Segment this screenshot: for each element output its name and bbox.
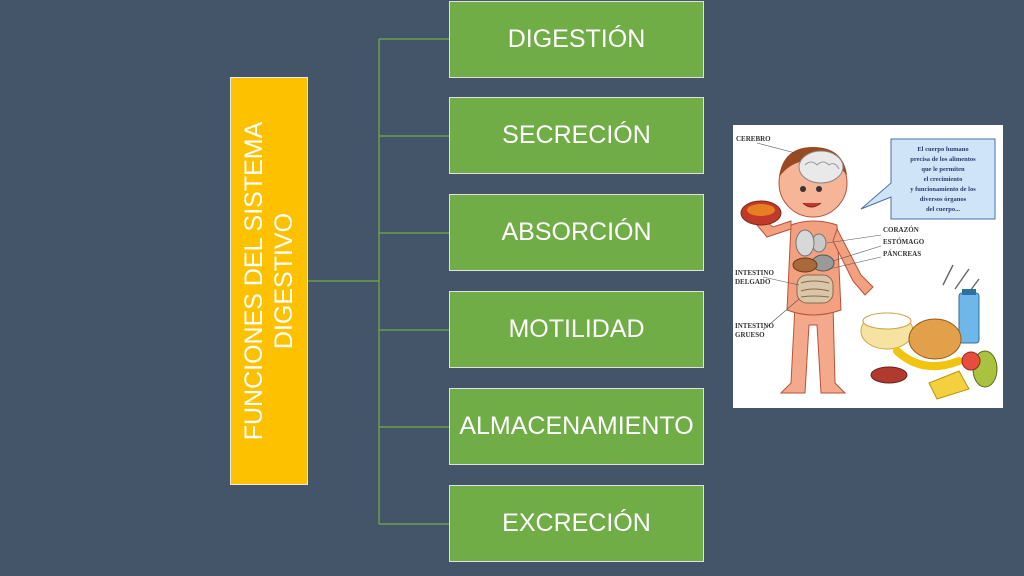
brain-icon [798, 150, 844, 184]
bubble-line: diversos órganos [920, 196, 967, 203]
bubble-line: del cuerpo... [926, 206, 960, 213]
label-pancreas: PÁNCREAS [883, 250, 921, 258]
node-excrecion: EXCRECIÓN [449, 485, 704, 562]
node-almacenamiento: ALMACENAMIENTO [449, 388, 704, 465]
child-legs [779, 304, 847, 394]
banana-icon [893, 347, 963, 371]
milk-bottle-icon [958, 292, 980, 344]
label-estomago: ESTÓMAGO [883, 238, 925, 246]
label-intestino-grueso: GRUESO [735, 331, 765, 339]
bubble-line: que le permiten [921, 166, 965, 173]
sausage-icon [870, 366, 908, 384]
root-box: FUNCIONES DEL SISTEMA DIGESTIVO [230, 77, 308, 485]
node-secrecion: SECRECIÓN [449, 97, 704, 174]
liver-icon [792, 257, 818, 273]
bubble-line: y funcionamiento de los [910, 186, 976, 193]
label-corazon: CORAZÓN [883, 226, 919, 234]
node-motilidad: MOTILIDAD [449, 291, 704, 368]
illustration-art: CEREBRO CORAZÓN ESTÓMAGO PÁNCREAS INTEST… [735, 135, 998, 400]
speech-bubble [860, 138, 996, 220]
chicken-icon [908, 318, 962, 360]
tomato-icon [961, 351, 981, 371]
digestive-system-illustration: CEREBRO CORAZÓN ESTÓMAGO PÁNCREAS INTEST… [733, 125, 1003, 408]
child-right-arm [832, 227, 874, 296]
cheese-icon [928, 370, 970, 400]
node-absorcion: ABSORCIÓN [449, 194, 704, 271]
bubble-line: precisa de los alimentos [910, 156, 976, 163]
label-intestino-grueso: INTESTINO [735, 322, 774, 330]
label-cerebro: CEREBRO [736, 135, 771, 143]
label-intestino-delgado: INTESTINO [735, 269, 774, 277]
bubble-line: El cuerpo humano [917, 146, 968, 153]
node-digestion: DIGESTIÓN [449, 1, 704, 78]
label-intestino-delgado: DELGADO [735, 278, 771, 286]
bubble-line: el crecimiento [924, 176, 963, 183]
lungs-icon [795, 229, 815, 257]
